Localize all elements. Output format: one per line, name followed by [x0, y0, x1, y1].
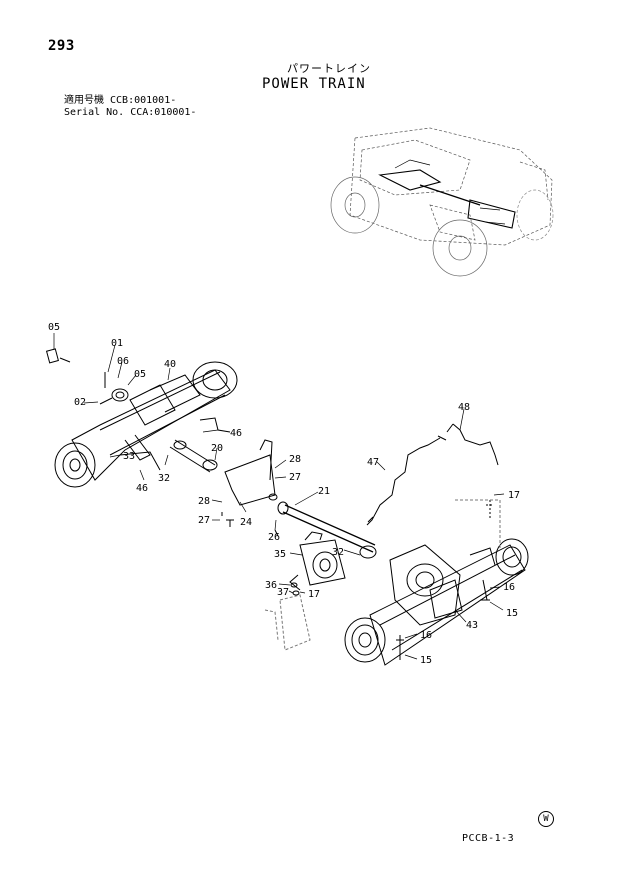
page-title-japanese: パワートレイン	[287, 62, 371, 75]
center-brake-assembly	[264, 531, 346, 651]
w-mark-icon: W	[538, 811, 554, 827]
serial-number: Serial No. CCA:010001-	[64, 107, 197, 118]
rear-axle-assembly	[344, 499, 529, 666]
callout-label: 28	[198, 496, 210, 507]
callout-label: 40	[164, 359, 176, 370]
page-code: PCCB-1-3	[462, 833, 515, 844]
front-axle-assembly	[45, 348, 238, 488]
callout-label: 32	[332, 547, 344, 558]
callout-labels: 05 01 06 05 40 02 46 33 32 46 20 28 27 2…	[48, 322, 520, 666]
callout-label: 01	[111, 338, 123, 349]
callout-label: 16	[503, 582, 515, 593]
callout-label: 32	[158, 473, 170, 484]
callout-label: 20	[211, 443, 223, 454]
callout-label: 16	[420, 630, 432, 641]
callout-label: 36	[265, 580, 277, 591]
callout-label: 17	[508, 490, 520, 501]
callout-label: 46	[136, 483, 148, 494]
callout-label: 27	[289, 472, 301, 483]
callout-label: 05	[48, 322, 60, 333]
machine-overview-inset	[330, 127, 554, 277]
callout-label: 37	[277, 587, 289, 598]
callout-label: 27	[198, 515, 210, 526]
callout-label: 24	[240, 517, 252, 528]
callout-label: 48	[458, 402, 470, 413]
page-number: 293	[48, 38, 75, 54]
callout-label: 05	[134, 369, 146, 380]
leader-lines	[53, 333, 505, 660]
callout-label: 15	[420, 655, 432, 666]
drive-shaft-assembly	[169, 439, 377, 559]
brake-lines	[366, 423, 499, 526]
callout-label: 17	[308, 589, 320, 600]
page-title: POWER TRAIN	[262, 76, 366, 92]
callout-label: 33	[123, 451, 135, 462]
callout-label: 35	[274, 549, 286, 560]
callout-label: 47	[367, 457, 379, 468]
callout-label: 02	[74, 397, 86, 408]
callout-label: 43	[466, 620, 478, 631]
callout-label: 21	[318, 486, 330, 497]
callout-label: 15	[506, 608, 518, 619]
applicable-models: 適用号機 CCB:001001-	[64, 95, 177, 106]
callout-label: 46	[230, 428, 242, 439]
callout-label: 06	[117, 356, 129, 367]
callout-label: 26	[268, 532, 280, 543]
callout-label: 28	[289, 454, 301, 465]
